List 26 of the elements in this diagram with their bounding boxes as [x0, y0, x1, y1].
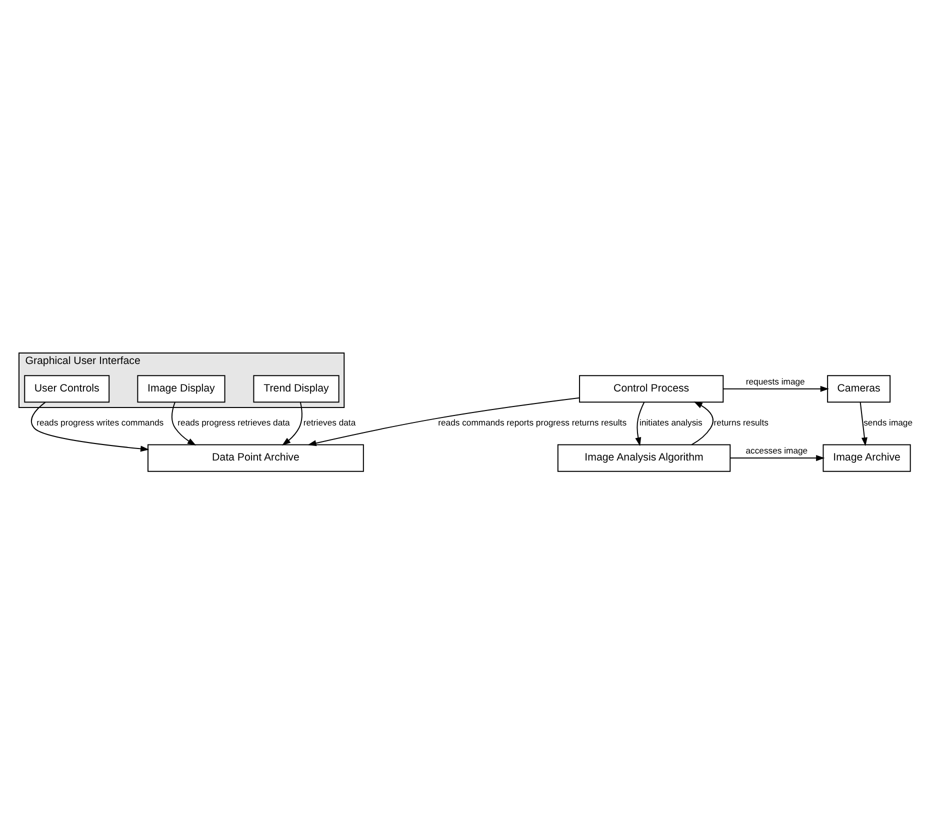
node-box: Image Analysis Algorithm	[557, 444, 731, 472]
arrow	[635, 401, 645, 446]
arrow	[308, 396, 580, 446]
node-box: Trend Display	[253, 374, 340, 402]
node-box: Cameras	[827, 374, 891, 402]
arrow	[691, 401, 714, 445]
edge-label: retrieves data	[303, 417, 356, 428]
edge-label: reads progress writes commands	[36, 417, 164, 428]
edge-label: accesses image	[746, 445, 808, 456]
arrow	[860, 401, 868, 446]
edge-label: sends image	[864, 417, 913, 428]
arrow	[722, 385, 830, 392]
arrow	[282, 401, 302, 446]
node-box: Image Archive	[822, 444, 911, 472]
edge-label: initiates analysis	[640, 417, 702, 428]
node-box: User Controls	[24, 374, 110, 402]
node-box: Data Point Archive	[147, 444, 364, 472]
edge-label: returns results	[714, 417, 768, 428]
arrow	[172, 401, 196, 445]
arrow	[730, 454, 825, 461]
node-box: Image Display	[137, 374, 226, 402]
edge-label: requests image	[746, 376, 805, 386]
node-box: Control Process	[579, 374, 724, 402]
edge-label: reads progress retrieves data	[178, 417, 290, 428]
arrow	[30, 401, 150, 452]
edge-label: reads commands reports progress returns results	[438, 417, 627, 428]
